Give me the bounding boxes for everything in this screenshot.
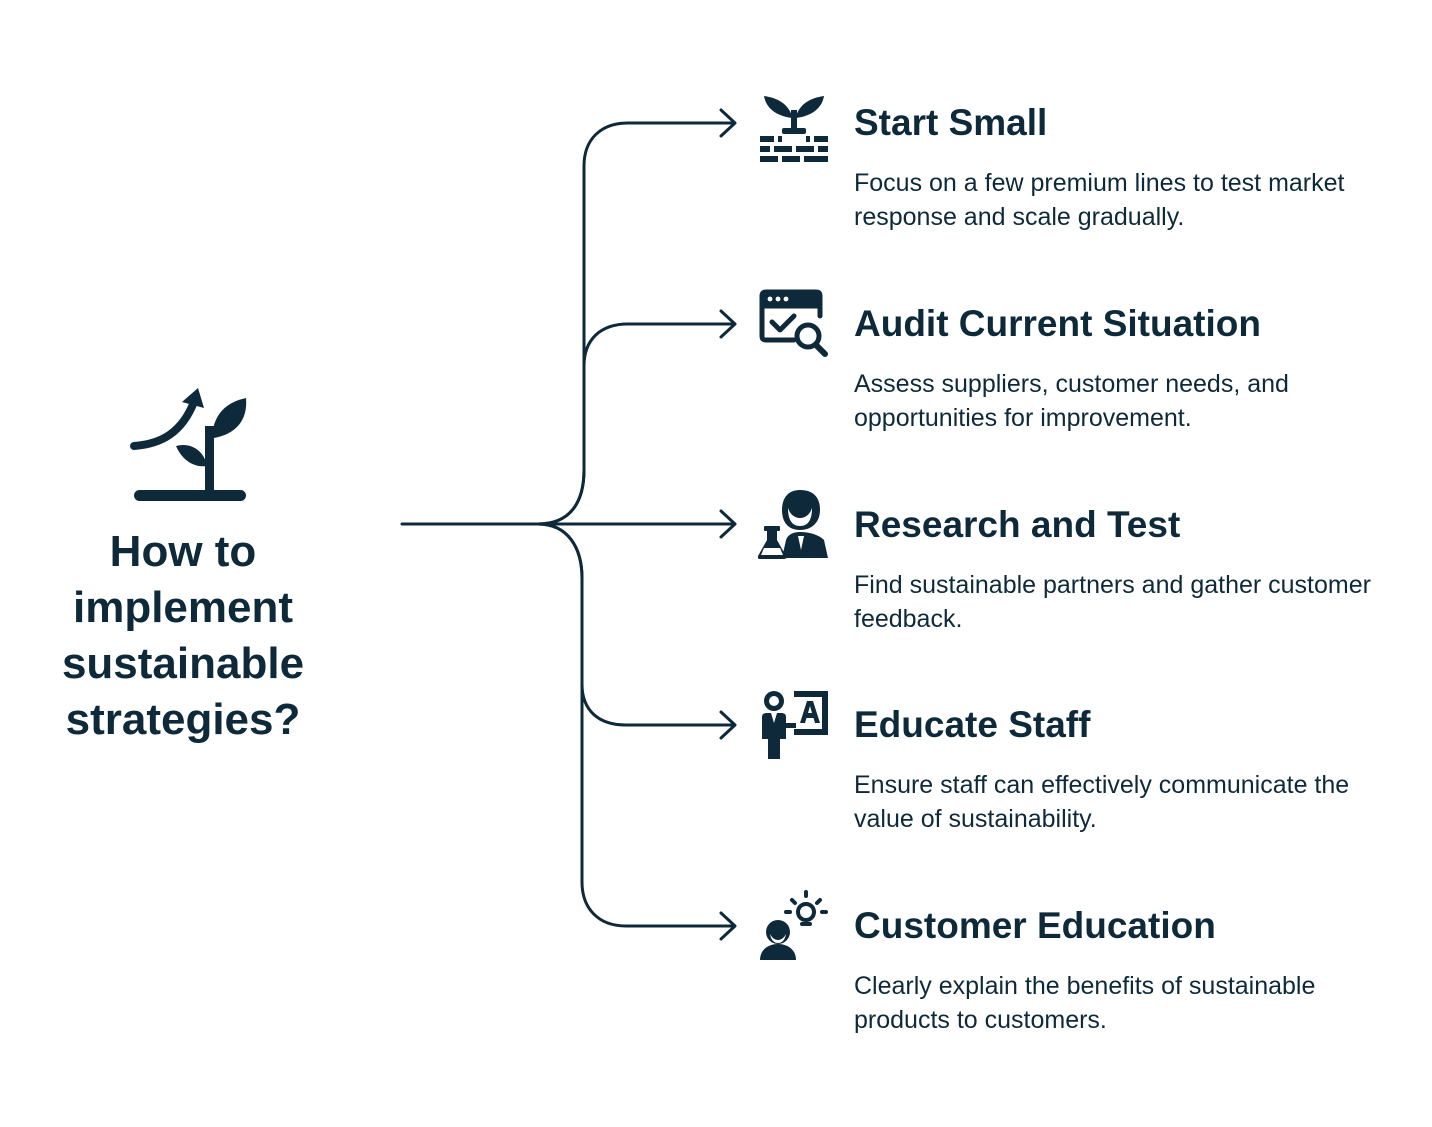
browser-check-magnifier-icon <box>759 289 828 357</box>
branch-title-educate-staff: Educate Staff <box>854 704 1091 745</box>
arrowhead-3 <box>719 509 737 539</box>
arrowhead-5 <box>719 911 737 941</box>
arrowhead-2 <box>719 309 737 339</box>
branch-desc-research-and-test: Find sustainable partners and gather cus… <box>854 571 1371 633</box>
person-lightbulb-icon <box>760 890 828 960</box>
branch-desc-start-small: Focus on a few premium lines to test mar… <box>854 169 1345 231</box>
branch-desc-customer-education: Clearly explain the benefits of sustaina… <box>854 972 1316 1034</box>
branch-title-start-small: Start Small <box>854 102 1048 143</box>
branch-title-research-and-test: Research and Test <box>854 504 1181 545</box>
arrowhead-4 <box>719 710 737 740</box>
connector-branch-4 <box>536 522 736 727</box>
branch-desc-audit-current-situation: Assess suppliers, customer needs, and op… <box>854 370 1289 432</box>
arrowhead-1 <box>719 108 737 138</box>
root-title: How to implement sustainable strategies? <box>61 527 305 744</box>
growing-plant-arrow-icon <box>130 388 247 501</box>
sprout-on-bricks-icon <box>760 96 828 162</box>
connector-branch-2 <box>536 322 736 526</box>
scientist-flask-icon <box>758 490 828 559</box>
branch-desc-educate-staff: Ensure staff can effectively communicate… <box>854 771 1350 833</box>
teacher-board-icon <box>762 691 828 759</box>
connector-branch-5 <box>536 522 736 928</box>
branch-title-customer-education: Customer Education <box>854 905 1216 946</box>
branch-title-audit-current-situation: Audit Current Situation <box>854 303 1261 344</box>
